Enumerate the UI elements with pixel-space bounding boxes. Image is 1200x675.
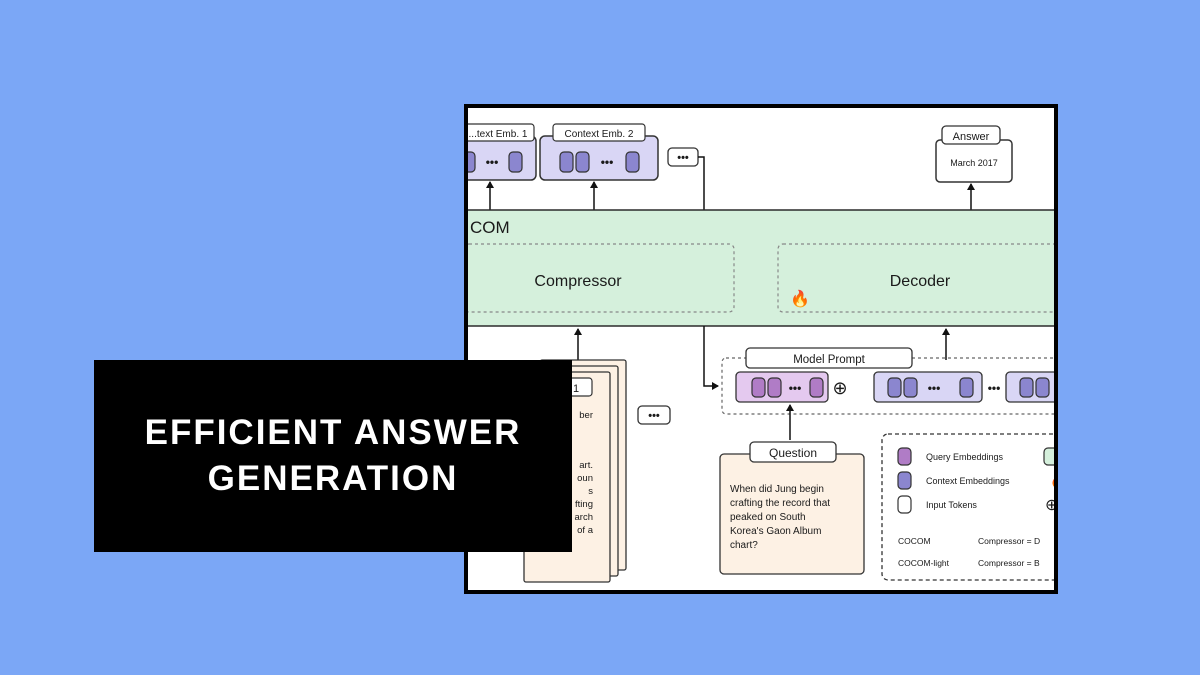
legend-row-value: Compressor = D <box>978 536 1040 546</box>
legend-swatch-input <box>897 495 912 514</box>
answer-value: March 2017 <box>950 158 998 168</box>
title-card-text: EFFICIENT ANSWER GENERATION <box>144 413 522 498</box>
model-prompt-label: Model Prompt <box>793 354 865 366</box>
fire-icon: 🔥 <box>790 289 810 308</box>
decoder-label: Decoder <box>890 273 951 290</box>
context-embedding-2-label: Context Emb. 2 <box>565 129 634 140</box>
top-ellipsis-box: ••• <box>667 147 699 167</box>
document-text-line: of a <box>577 525 594 536</box>
legend: Query Embeddings Context Embeddings Inpu… <box>881 433 1054 581</box>
ellipsis: ••• <box>601 155 614 169</box>
compressor-label: Compressor <box>534 273 622 290</box>
compressor-block: Compressor <box>468 243 735 313</box>
question-line: crafting the record that <box>730 498 830 509</box>
context-embedding-2: Context Emb. 2 ••• <box>539 123 659 181</box>
fire-icon: 🔥 <box>1050 474 1054 489</box>
document-index: 1 <box>573 383 579 395</box>
ellipsis: ••• <box>928 381 941 395</box>
title-card: EFFICIENT ANSWER GENERATION <box>94 360 572 552</box>
model-band <box>468 209 1054 327</box>
legend-swatch-query <box>897 447 912 466</box>
decoder-block: Decoder 🔥 <box>777 243 1054 313</box>
legend-row-value: Compressor = B <box>978 558 1040 568</box>
ellipsis: ••• <box>486 155 499 169</box>
answer-box: Answer March 2017 <box>935 125 1013 183</box>
legend-row-name: COCOM-light <box>898 558 950 568</box>
legend-label: Input Tokens <box>926 500 977 510</box>
context-embedding-1-label: ...text Emb. 1 <box>469 129 528 140</box>
ellipsis: ••• <box>789 381 802 395</box>
document-text-line: art. <box>579 460 593 471</box>
ellipsis: ••• <box>677 152 689 164</box>
legend-label: Context Embeddings <box>926 476 1010 486</box>
model-prompt: Model Prompt ••• ⊕ ••• ••• <box>721 347 1054 415</box>
document-text-line: oun <box>577 473 593 484</box>
question-label: Question <box>769 446 817 460</box>
question-line: Korea's Gaon Album <box>730 526 821 537</box>
legend-row-name: COCOM <box>898 536 931 546</box>
document-text-line: ber <box>579 410 593 421</box>
document-ellipsis-box: ••• <box>637 405 671 425</box>
document-text-line: s <box>588 486 593 497</box>
legend-swatch-context <box>897 471 912 490</box>
ellipsis: ••• <box>988 381 1001 395</box>
question-line: chart? <box>730 540 758 551</box>
document-text-line: fting <box>575 499 593 510</box>
answer-label: Answer <box>953 131 990 143</box>
model-name: COM <box>470 218 510 237</box>
plus-symbol: ⊕ <box>1045 497 1054 514</box>
legend-label: Query Embeddings <box>926 452 1004 462</box>
plus-symbol: ⊕ <box>832 378 847 398</box>
ellipsis: ••• <box>648 410 660 422</box>
question-line: peaked on South <box>730 512 806 523</box>
context-embedding-1: ...text Emb. 1 ••• <box>468 123 537 181</box>
document-text-line: arch <box>575 512 593 523</box>
question-box: Question When did Jung begin crafting th… <box>719 441 865 575</box>
question-line: When did Jung begin <box>730 484 824 495</box>
